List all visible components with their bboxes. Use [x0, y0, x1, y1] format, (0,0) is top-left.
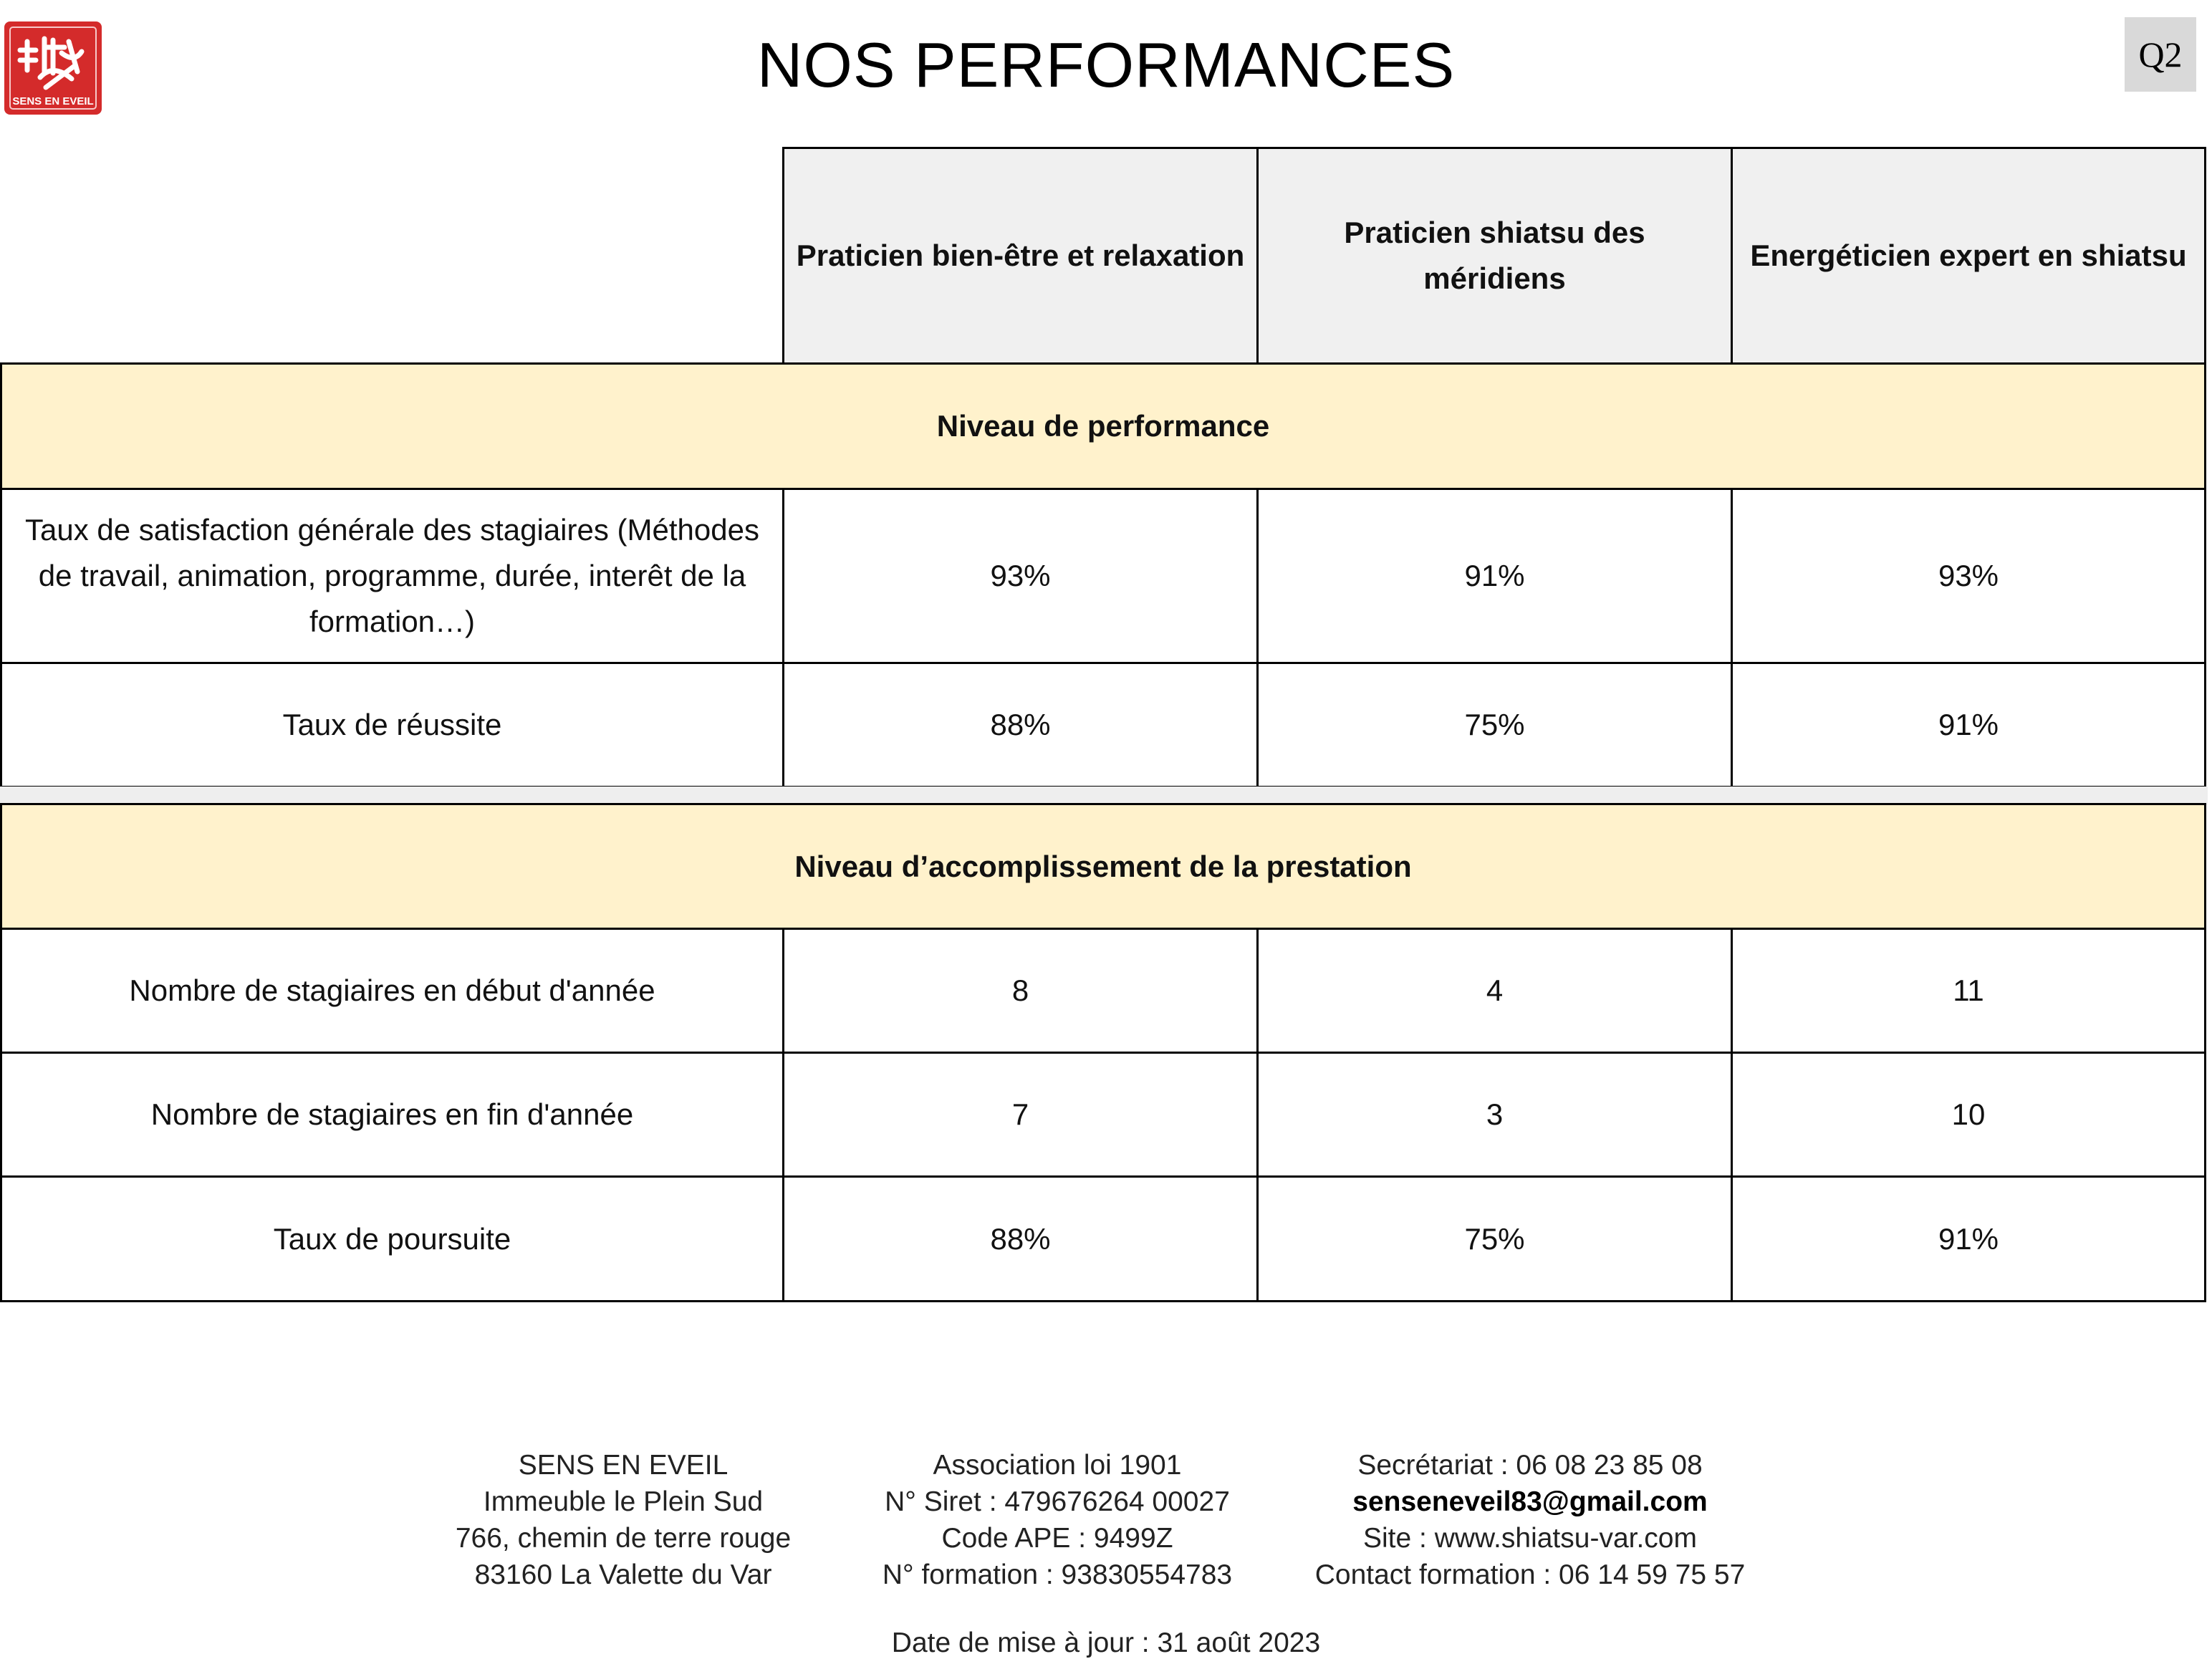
- table-cell: 75%: [1256, 1175, 1733, 1302]
- footer-line: Code APE : 9499Z: [941, 1523, 1173, 1554]
- table-cell: 88%: [782, 662, 1259, 788]
- table-cell: 91%: [1256, 488, 1733, 664]
- footer-contact: Secrétariat : 06 08 23 85 08 senseneveil…: [1279, 1447, 1781, 1593]
- table-cell: 4: [1256, 928, 1733, 1054]
- footer-line: 766, chemin de terre rouge: [455, 1523, 792, 1554]
- quarter-badge: Q2: [2125, 17, 2196, 92]
- row-label-trainees-end: Nombre de stagiaires en fin d'année: [0, 1052, 784, 1178]
- table-cell: 93%: [782, 488, 1259, 664]
- footer-line: Contact formation : 06 14 59 75 57: [1314, 1559, 1746, 1590]
- table-cell: 3: [1256, 1052, 1733, 1178]
- table-cell: 75%: [1256, 662, 1733, 788]
- table-cell: 91%: [1731, 662, 2206, 788]
- update-date: Date de mise à jour : 31 août 2023: [891, 1627, 1321, 1658]
- footer-legal: Association loi 1901 N° Siret : 47967626…: [842, 1447, 1272, 1593]
- column-header-1: Praticien bien-être et relaxation: [782, 147, 1259, 365]
- footer-line: 83160 La Valette du Var: [474, 1559, 772, 1590]
- section-spacer: [0, 787, 2208, 805]
- footer-line: N° Siret : 479676264 00027: [885, 1486, 1230, 1517]
- table-cell: 11: [1731, 928, 2206, 1054]
- table-cell: 10: [1731, 1052, 2206, 1178]
- table-cell: 88%: [782, 1175, 1259, 1302]
- row-label-success-rate: Taux de réussite: [0, 662, 784, 788]
- page-title: NOS PERFORMANCES: [756, 29, 1456, 100]
- table-cell: 91%: [1731, 1175, 2206, 1302]
- column-header-3: Energéticien expert en shiatsu: [1731, 147, 2206, 365]
- row-label-satisfaction: Taux de satisfaction générale des stagia…: [0, 488, 784, 664]
- footer-line: SENS EN EVEIL: [518, 1450, 728, 1481]
- footer-line: Secrétariat : 06 08 23 85 08: [1357, 1450, 1703, 1481]
- section-title-accomplishment: Niveau d’accomplissement de la prestatio…: [0, 803, 2206, 930]
- footer-address: SENS EN EVEIL Immeuble le Plein Sud 766,…: [408, 1447, 838, 1593]
- footer-line: Association loi 1901: [933, 1450, 1182, 1481]
- email-link[interactable]: senseneveil83@gmail.com: [1352, 1486, 1708, 1517]
- column-header-2: Praticien shiatsu des méridiens: [1256, 147, 1733, 365]
- footer-line: N° formation : 93830554783: [882, 1559, 1233, 1590]
- footer-line: Immeuble le Plein Sud: [483, 1486, 764, 1517]
- row-label-continuation-rate: Taux de poursuite: [0, 1175, 784, 1302]
- logo-stamp: SENS EN EVEIL: [3, 20, 103, 116]
- table-cell: 8: [782, 928, 1259, 1054]
- table-cell: 93%: [1731, 488, 2206, 664]
- table-cell: 7: [782, 1052, 1259, 1178]
- logo-text: SENS EN EVEIL: [12, 95, 93, 107]
- section-title-performance: Niveau de performance: [0, 362, 2206, 490]
- row-label-trainees-start: Nombre de stagiaires en début d'année: [0, 928, 784, 1054]
- website-link[interactable]: Site : www.shiatsu-var.com: [1363, 1523, 1697, 1554]
